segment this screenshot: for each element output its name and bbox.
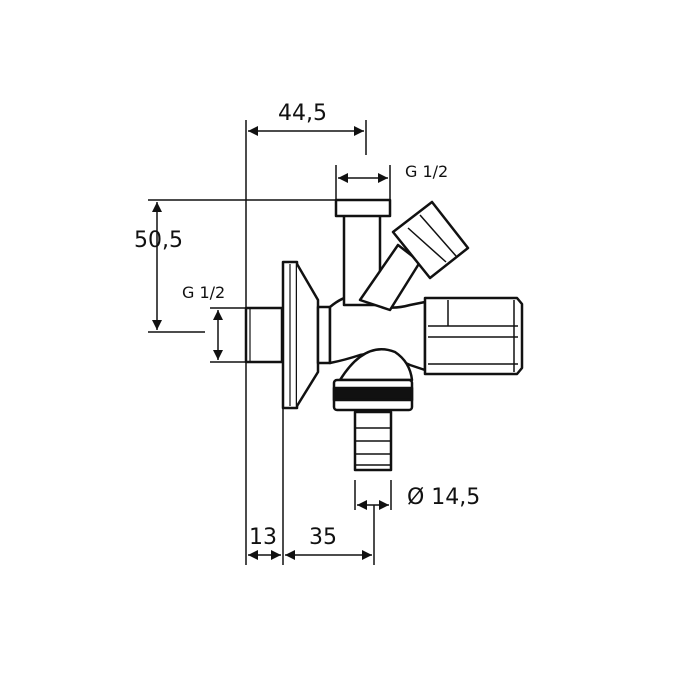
right-handle	[423, 296, 524, 376]
nut-band	[332, 386, 414, 402]
rosette-cone	[295, 263, 320, 407]
label-wall-offset: 13	[249, 525, 277, 550]
angled-cap	[391, 200, 470, 280]
valve-body	[244, 198, 524, 472]
inlet-thread	[244, 306, 284, 364]
top-fitting	[334, 198, 392, 218]
label-hose-diameter: Ø 14,5	[407, 485, 481, 510]
label-height: 50,5	[134, 228, 183, 253]
label-top-width: 44,5	[278, 101, 327, 126]
label-hose-offset: 35	[309, 525, 337, 550]
bottom-dome	[338, 347, 414, 382]
dimension-lines	[152, 126, 389, 560]
label-inlet-thread: G 1/2	[182, 283, 226, 302]
label-top-thread: G 1/2	[405, 162, 449, 181]
